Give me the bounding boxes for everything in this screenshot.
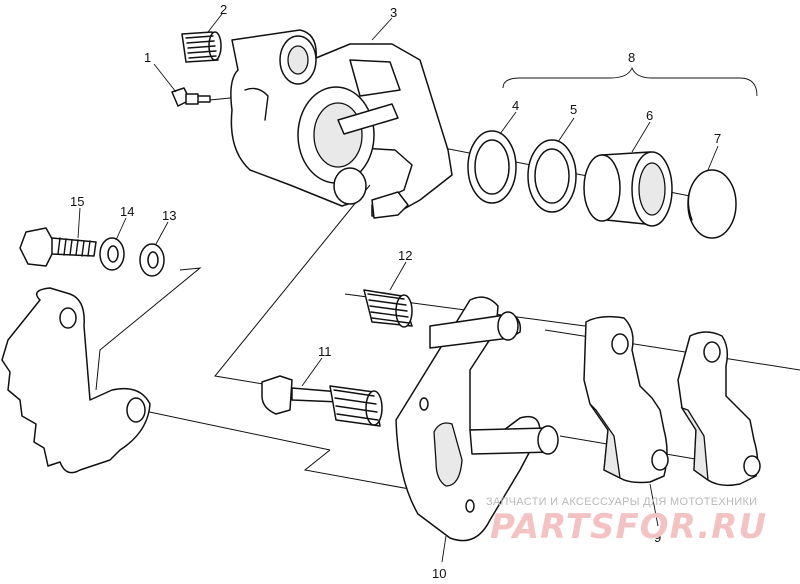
callout-12: 12 [398,248,412,263]
callout-13: 13 [162,208,176,223]
part-4-seal-ring [467,130,517,204]
callout-15: 15 [70,194,84,209]
part-5-dust-ring [527,139,577,213]
callout-10: 10 [432,566,446,581]
callout-4: 4 [512,98,519,113]
part-14-lock-washer [99,237,125,271]
callout-2: 2 [220,2,227,17]
callouts: 1 2 3 4 5 6 7 8 9 10 11 12 13 14 15 [70,2,721,581]
part-15-bolt [19,227,97,267]
callout-14: 14 [120,204,134,219]
part-9-brake-pads [583,315,761,487]
leader-lines [77,13,719,563]
callout-3: 3 [390,5,397,20]
group-8-bracket [502,66,758,97]
mounting-arm [1,287,151,474]
callout-1: 1 [144,50,151,65]
part-6-piston [583,151,673,227]
part-7-cap [687,169,737,239]
part-13-washer [139,243,165,277]
callout-7: 7 [714,131,721,146]
part-3-caliper-body [230,29,453,219]
callout-9: 9 [654,530,661,545]
callout-11: 11 [318,344,332,359]
watermark: ЗАПЧАСТИ И АКСЕССУАРЫ ДЛЯ МОТОТЕХНИКИ PA… [486,496,767,547]
part-1-bleeder-screw [171,87,211,107]
callout-8: 8 [628,50,635,65]
part-11-guide-pin [261,375,383,427]
callout-6: 6 [646,108,653,123]
callout-5: 5 [570,102,577,117]
watermark-brand: PARTSFOR.RU [490,507,767,547]
part-2-threaded-plug [181,31,222,63]
part-12-threaded-bushing [363,289,413,328]
part-10-caliper-bracket [395,296,559,542]
watermark-caption: ЗАПЧАСТИ И АКСЕССУАРЫ ДЛЯ МОТОТЕХНИКИ [486,496,757,508]
